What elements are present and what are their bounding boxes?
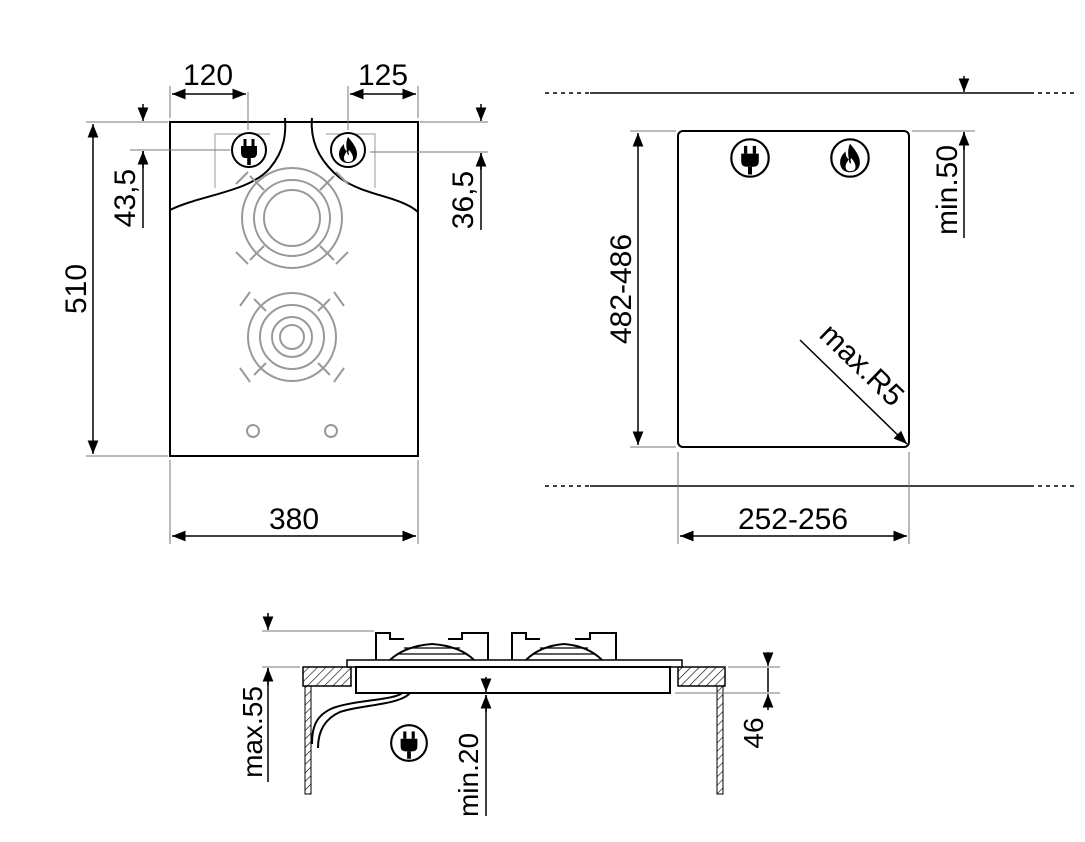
cabinet-wall-left [304,685,312,795]
radius-leader [799,339,908,445]
power-cable [317,692,411,749]
extension-lines [86,86,488,544]
knob-left [246,424,260,438]
hob-top-plate [346,659,683,668]
dim-380-label: 380 [269,503,319,536]
dim-43-5-label: 43,5 [109,169,142,227]
worktop-left [302,666,352,687]
dim-min-50-label: min.50 [931,145,964,235]
electric-plug-icon [390,724,428,762]
gas-flame-icon [830,138,870,178]
pan-support-right [511,632,617,660]
dim-max-55-label: max.55 [237,686,268,778]
connection-zone-curve-left [169,117,287,211]
cutout-view: 482-486 252-256 min.50 max.R5 [545,76,1075,544]
side-view: max.55 min.20 46 [237,613,780,817]
worktop-right [677,666,726,687]
dim-252-256-label: 252-256 [738,503,848,536]
front-view: 120 125 510 43,5 36,5 380 [60,59,488,544]
burner-bottom [239,291,345,383]
dim-482-486-label: 482-486 [605,234,638,344]
burner-top [235,167,349,269]
dim-max-r5-label: max.R5 [813,317,910,413]
connection-zone-curve-right [310,117,419,213]
hob-outline [169,121,419,457]
dim-120-label: 120 [183,59,233,92]
cabinet-wall-right [716,685,724,795]
electric-plug-icon [231,132,267,168]
gas-flame-icon [330,132,366,168]
pan-support-left [375,632,489,660]
dim-46-label: 46 [738,717,769,748]
dim-125-label: 125 [358,59,408,92]
dim-510-label: 510 [60,264,93,314]
hob-body [355,666,671,694]
knob-right [324,424,338,438]
electric-plug-icon [730,138,770,178]
dim-min-20-label: min.20 [453,733,484,817]
dim-36-5-label: 36,5 [447,171,480,229]
cutout-outline [677,130,910,448]
